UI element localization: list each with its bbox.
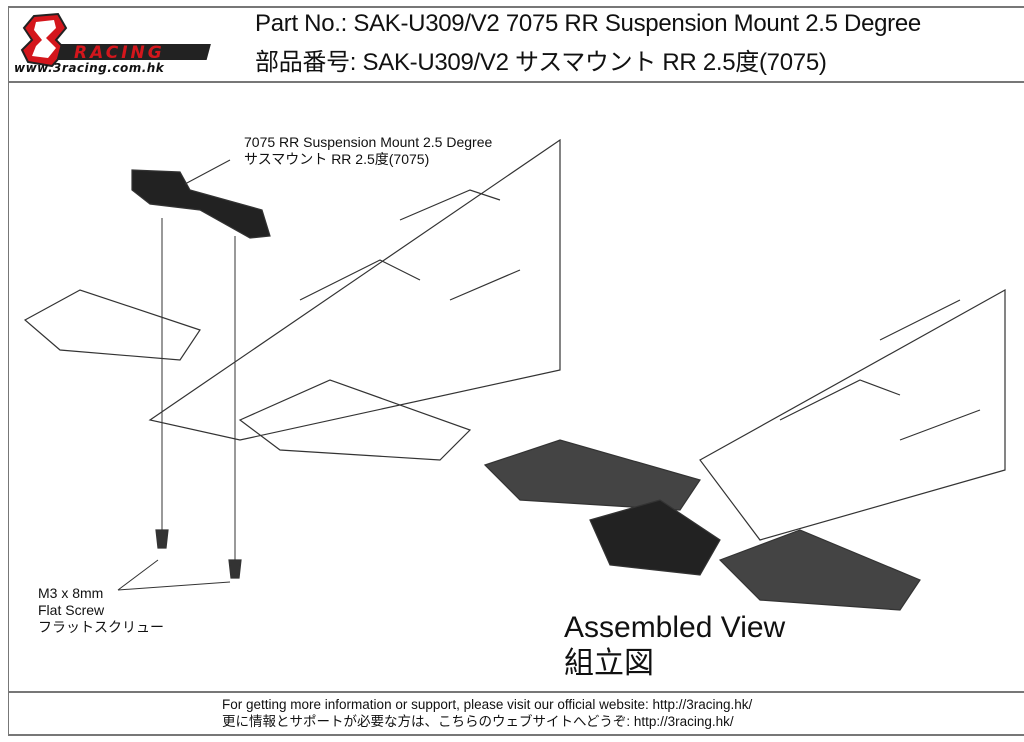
divider — [8, 691, 1024, 693]
title-jp: 部品番号: SAK-U309/V2 サスマウント RR 2.5度(7075) — [255, 49, 827, 76]
divider — [8, 734, 1024, 736]
footer-jp: 更に情報とサポートが必要な方は、こちらのウェブサイトへどうぞ: http://3… — [222, 714, 734, 729]
brand-logo: RACING — [20, 12, 211, 68]
svg-text:RACING: RACING — [74, 43, 165, 63]
divider — [8, 6, 1024, 8]
footer-en: For getting more information or support,… — [222, 697, 753, 712]
divider — [8, 81, 1024, 83]
part-label-mount-en: 7075 RR Suspension Mount 2.5 Degree — [244, 134, 493, 150]
part-label-mount-jp: サスマウント RR 2.5度(7075) — [244, 151, 430, 167]
assembled-view-en: Assembled View — [564, 611, 786, 644]
part-label-screw-size: M3 x 8mm — [38, 585, 104, 601]
logo-url: www.3racing.com.hk — [14, 61, 165, 75]
assembled-view-jp: 組立図 — [564, 647, 654, 680]
page-frame — [8, 6, 1017, 736]
title-en: Part No.: SAK-U309/V2 7075 RR Suspension… — [255, 10, 921, 37]
part-label-screw-en: Flat Screw — [38, 602, 105, 618]
part-label-screw-jp: フラットスクリュー — [38, 619, 164, 635]
footer: For getting more information or support,… — [222, 696, 752, 730]
